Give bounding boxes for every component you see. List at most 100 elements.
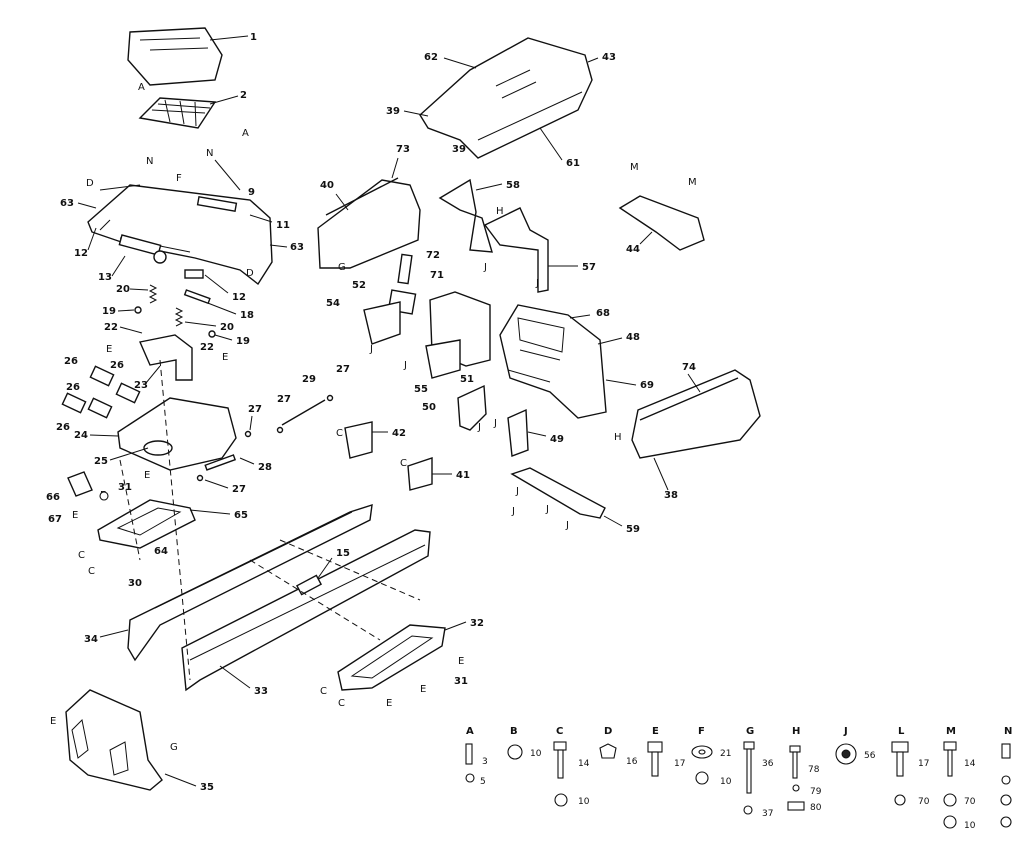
callout-number: 25	[94, 456, 108, 467]
bracket-42	[344, 421, 373, 459]
fastener-icon	[465, 743, 473, 765]
leader-line	[653, 457, 669, 491]
leader-line	[475, 183, 503, 191]
fastener-icon	[698, 749, 706, 755]
callout-number: 44	[626, 244, 640, 255]
callout-number: 39	[386, 106, 400, 117]
leader-line	[109, 447, 149, 461]
leader-line	[184, 321, 217, 327]
legend-part-number: 37	[762, 809, 773, 819]
fastener-key-letter: E	[420, 684, 426, 695]
legend-part-number: 21	[720, 749, 731, 759]
part-outline	[326, 394, 334, 402]
callout-number: 30	[128, 578, 142, 589]
legend-part-number: 16	[626, 757, 638, 767]
part-outline	[363, 301, 401, 345]
callout-number: 67	[48, 514, 62, 525]
callout-number: 54	[326, 298, 340, 309]
leader-line	[249, 415, 253, 431]
part-outline	[295, 574, 323, 596]
legend-part-number: 14	[578, 759, 590, 769]
leader-line	[597, 337, 623, 345]
leader-line	[119, 326, 143, 334]
legend-column-heading: D	[604, 726, 612, 737]
callout-number: 9	[248, 187, 255, 198]
callout-number: 18	[240, 310, 254, 321]
callout-number: 31	[118, 482, 132, 493]
cover-44	[618, 195, 705, 251]
legend-column-heading: F	[698, 726, 705, 737]
callout-number: 15	[336, 548, 350, 559]
frame-rail-right	[181, 529, 431, 692]
part-outline	[183, 289, 211, 305]
fastener-key-letter: C	[400, 458, 407, 469]
fastener-key-letter: J	[483, 262, 487, 273]
callout-number: 41	[456, 470, 470, 481]
fastener-icon	[743, 805, 753, 815]
fastener-key-letter: C	[336, 428, 343, 439]
callout-1: 1	[250, 32, 257, 43]
part-outline	[425, 339, 461, 379]
callout-number: 33	[254, 686, 268, 697]
callout-number: 38	[664, 490, 678, 501]
legend-part-number: 56	[864, 751, 876, 761]
callout-number: 72	[426, 250, 440, 261]
callout-number: 27	[336, 364, 350, 375]
callout-number: 65	[234, 510, 248, 521]
part-outline	[184, 269, 204, 279]
leader-line	[335, 193, 349, 211]
callout-number: 62	[424, 52, 438, 63]
fastener-key-letter: J	[369, 344, 373, 355]
fastener-key-letter: E	[50, 716, 56, 727]
callout-number: 13	[98, 272, 112, 283]
legend-part-number: 3	[482, 757, 488, 767]
fastener-legend: A 3 5 B 10 C 14 10 D 16 E 17 F 21 10 G	[465, 726, 1012, 831]
fastener-key-letter: M	[688, 177, 697, 188]
callout-number: 49	[550, 434, 564, 445]
callout-number: 11	[276, 220, 290, 231]
callout-number: 40	[320, 180, 334, 191]
letter-A2: A	[242, 128, 249, 139]
fastener-icon	[695, 771, 709, 785]
callout-number: 61	[566, 158, 580, 169]
fastener-icon	[943, 793, 957, 807]
fastener-key-letter: E	[72, 510, 78, 521]
crossbar-59	[510, 467, 606, 519]
fastener-key-letter: E	[106, 344, 112, 355]
seat-cushion-detail	[139, 37, 209, 51]
fastener-icon	[891, 741, 909, 753]
callout-number: 27	[277, 394, 291, 405]
part-outline	[457, 384, 487, 431]
latch-66	[67, 471, 93, 497]
leader-line	[443, 57, 477, 69]
legend-column-heading: L	[898, 726, 905, 737]
callout-2: 2	[240, 90, 247, 101]
part-outline	[204, 454, 237, 471]
part-outline	[174, 307, 184, 327]
callout-number: 73	[396, 144, 410, 155]
callout-number: 42	[392, 428, 406, 439]
legend-part-number: 5	[480, 777, 486, 787]
legend-column-heading: H	[792, 726, 800, 737]
legend-part-number: 14	[964, 759, 976, 769]
fastener-key-letter: E	[144, 470, 150, 481]
fastener-icon	[1001, 743, 1011, 759]
deck-opening	[196, 195, 238, 213]
seat-pan-grid	[151, 99, 211, 127]
callout-number: 50	[422, 402, 436, 413]
leader-line	[269, 244, 288, 248]
leader-line	[605, 379, 637, 386]
leader-line	[164, 773, 197, 787]
foot-rail	[337, 624, 446, 691]
part-outline	[639, 377, 739, 421]
callout-number: 35	[200, 782, 214, 793]
rod-29	[281, 399, 326, 426]
frame-rail-left	[127, 503, 373, 662]
leader-line	[204, 274, 229, 294]
guard-plate	[65, 689, 163, 791]
fastener-icon	[746, 748, 752, 794]
leader-line	[403, 110, 429, 117]
fastener-icon	[943, 815, 957, 829]
part-outline	[115, 382, 141, 404]
